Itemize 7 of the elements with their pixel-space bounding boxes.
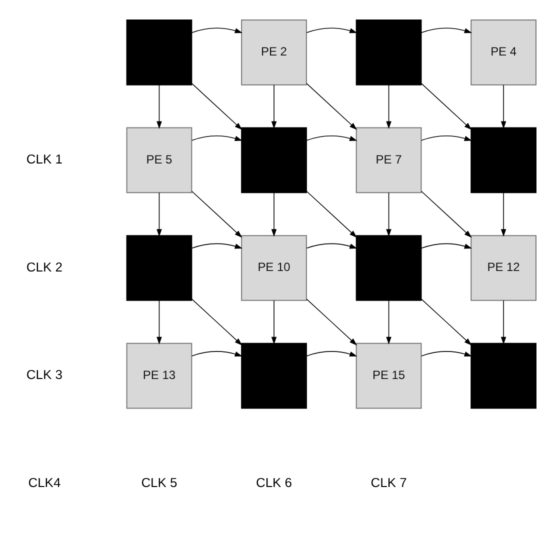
label: CLK 3: [26, 367, 62, 382]
label: CLK 6: [256, 474, 292, 490]
label: CLK 1: [26, 152, 62, 167]
label: CLK 7: [370, 474, 407, 490]
label: CLK 2: [26, 259, 62, 274]
label: CLK 5: [141, 474, 178, 490]
label: CLK4: [28, 474, 61, 490]
